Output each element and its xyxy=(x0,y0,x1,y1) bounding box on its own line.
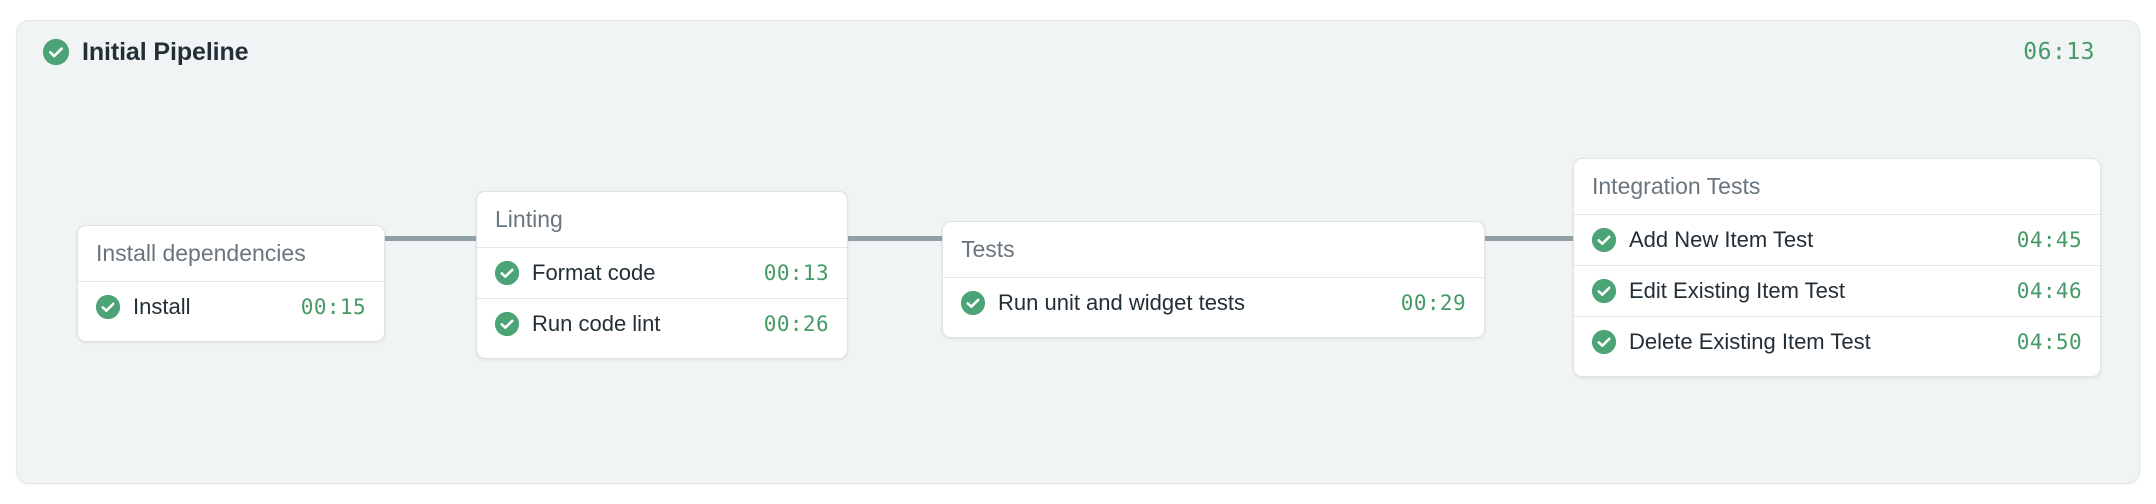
check-circle-icon xyxy=(495,312,519,336)
pipeline-graph: Install dependencies Install 00:15 xyxy=(17,83,2139,483)
stage-card-padding xyxy=(943,328,1484,337)
check-circle-icon xyxy=(961,291,985,315)
job-duration: 00:26 xyxy=(763,312,829,336)
stage-card-linting[interactable]: Linting Format code 00:13 xyxy=(476,191,848,359)
check-circle-icon xyxy=(43,39,69,65)
job-name: Add New Item Test xyxy=(1629,227,1814,252)
stage-card-tests[interactable]: Tests Run unit and widget tests 00:29 xyxy=(942,221,1485,338)
job-row[interactable]: Edit Existing Item Test 04:46 xyxy=(1574,265,2100,316)
connector-tests-to-integration xyxy=(1484,236,1574,241)
page-title: Initial Pipeline xyxy=(82,37,249,66)
job-duration: 04:50 xyxy=(2016,330,2082,354)
pipeline-panel: Initial Pipeline 06:13 Install dependenc… xyxy=(16,20,2140,484)
check-circle-icon xyxy=(1592,279,1616,303)
check-circle-icon xyxy=(1592,228,1616,252)
job-row[interactable]: Install 00:15 xyxy=(78,281,384,332)
job-row[interactable]: Delete Existing Item Test 04:50 xyxy=(1574,316,2100,367)
pipeline-header: Initial Pipeline 06:13 xyxy=(17,21,2139,83)
job-name: Format code xyxy=(532,260,656,285)
pipeline-duration: 06:13 xyxy=(2023,39,2095,65)
check-circle-icon xyxy=(96,295,120,319)
job-name: Run code lint xyxy=(532,311,661,336)
pipeline-header-left: Initial Pipeline xyxy=(43,38,249,67)
job-name: Install xyxy=(133,294,191,319)
job-duration: 00:13 xyxy=(763,261,829,285)
job-name: Edit Existing Item Test xyxy=(1629,278,1846,303)
connector-install-to-linting xyxy=(383,236,478,241)
job-row[interactable]: Add New Item Test 04:45 xyxy=(1574,214,2100,265)
job-name: Delete Existing Item Test xyxy=(1629,329,1871,354)
job-duration: 00:29 xyxy=(1400,291,1466,315)
job-name: Run unit and widget tests xyxy=(998,290,1246,315)
job-duration: 04:45 xyxy=(2016,228,2082,252)
connector-linting-to-tests xyxy=(845,236,945,241)
stage-card-install-dependencies[interactable]: Install dependencies Install 00:15 xyxy=(77,225,385,342)
job-duration: 04:46 xyxy=(2016,279,2082,303)
stage-card-padding xyxy=(1574,367,2100,376)
stage-title: Install dependencies xyxy=(96,240,306,266)
job-row[interactable]: Format code 00:13 xyxy=(477,247,847,298)
stage-card-padding xyxy=(477,349,847,358)
stage-title: Tests xyxy=(961,236,1015,262)
stage-title: Integration Tests xyxy=(1592,173,1761,199)
check-circle-icon xyxy=(1592,330,1616,354)
job-row[interactable]: Run code lint 00:26 xyxy=(477,298,847,349)
stage-card-integration-tests[interactable]: Integration Tests Add New Item Test 04:4… xyxy=(1573,158,2101,377)
stage-title: Linting xyxy=(495,206,563,232)
stage-card-padding xyxy=(78,332,384,341)
job-duration: 00:15 xyxy=(300,295,366,319)
job-row[interactable]: Run unit and widget tests 00:29 xyxy=(943,277,1484,328)
check-circle-icon xyxy=(495,261,519,285)
